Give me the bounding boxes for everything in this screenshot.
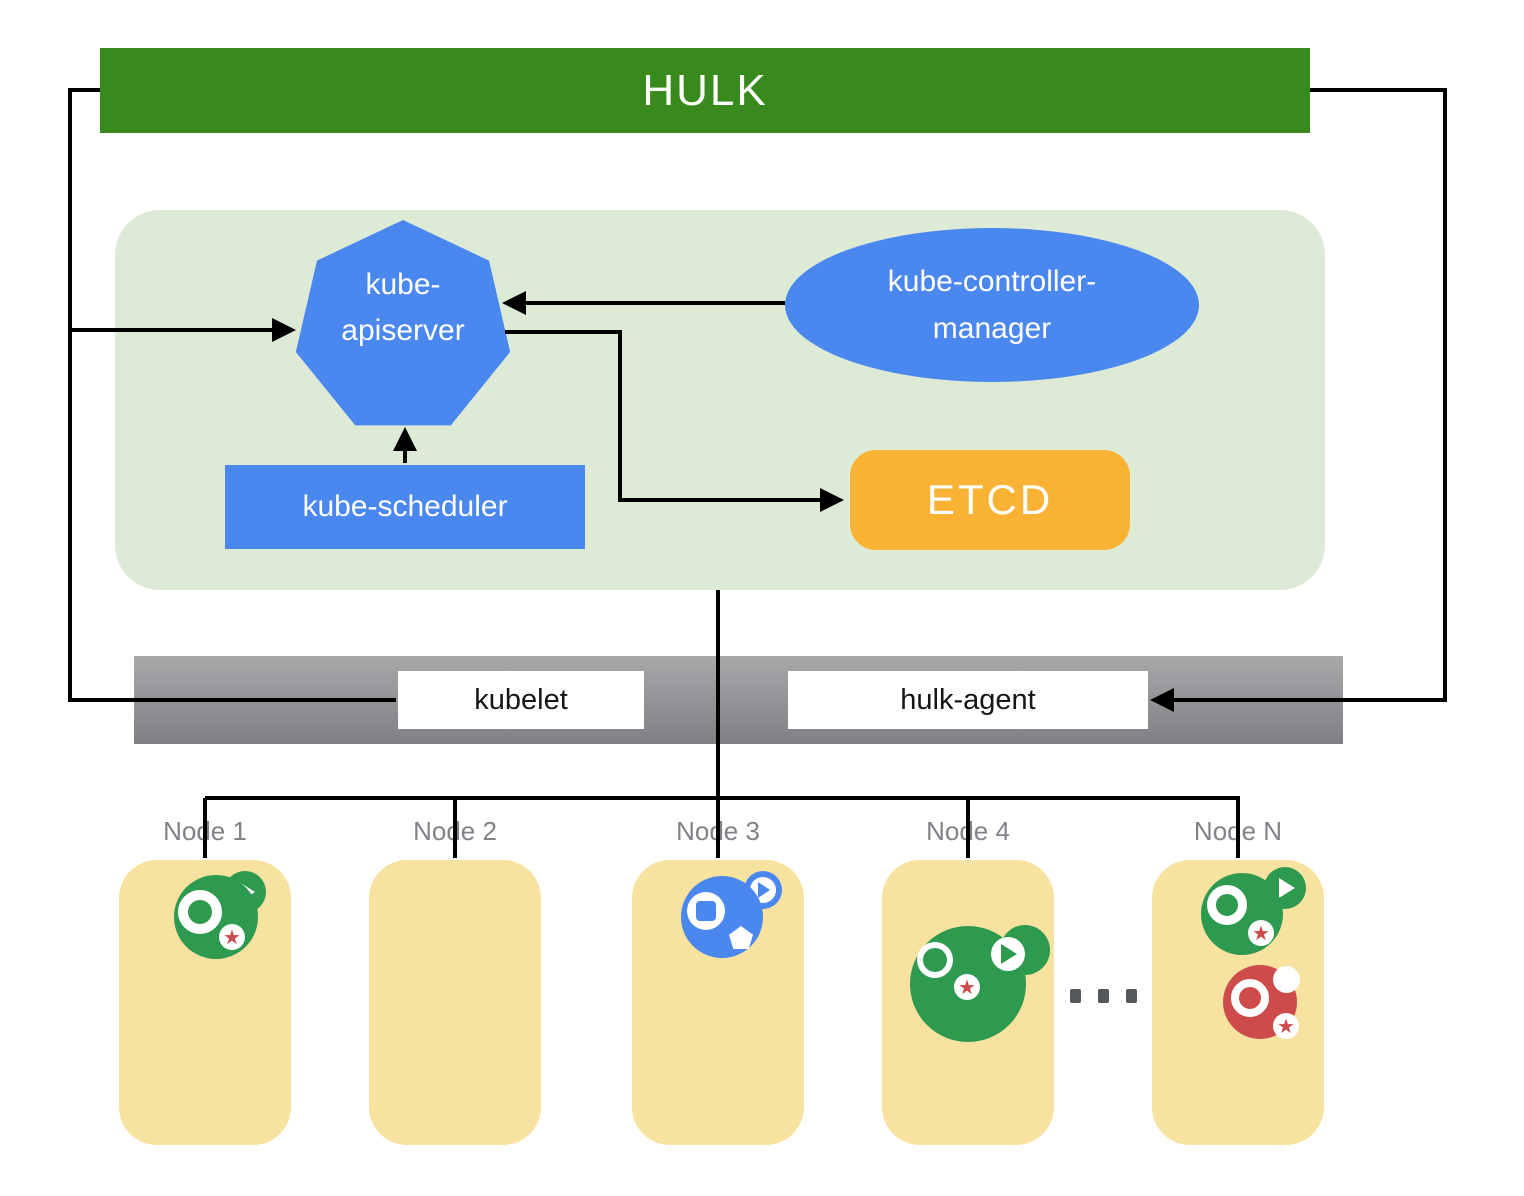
etcd-label: ETCD: [926, 476, 1054, 523]
kubelet-label: kubelet: [474, 683, 568, 716]
kube-controller-manager-shape: kube-controller- manager: [785, 228, 1199, 382]
ring-icon: [1207, 885, 1247, 925]
node-3-label: Node 3: [676, 816, 760, 846]
node-1-label: Node 1: [163, 816, 247, 846]
hulk-agent-label: hulk-agent: [900, 683, 1036, 716]
kube-controller-manager-label: kube-controller-: [887, 265, 1097, 298]
star-badge: ★: [954, 974, 980, 1000]
pod-icon-green: ★: [172, 868, 272, 968]
ring-icon: [178, 890, 222, 934]
play-icon: [757, 882, 773, 898]
hulk-agent-box: hulk-agent: [788, 671, 1148, 729]
node-2-label: Node 2: [413, 816, 497, 846]
etcd-shape: ETCD: [850, 450, 1130, 550]
star-badge: ★: [1248, 920, 1274, 946]
node-n-label: Node N: [1193, 816, 1283, 846]
hulk-bar: HULK: [100, 48, 1310, 133]
pod-icon-red: ★: [1220, 962, 1320, 1054]
kubelet-box: kubelet: [398, 671, 644, 729]
kube-scheduler-shape: kube-scheduler: [225, 465, 585, 549]
play-icon: [1279, 878, 1298, 898]
play-icon: [1001, 944, 1020, 964]
hulk-title: HULK: [642, 65, 768, 115]
node-4-label: Node 4: [926, 816, 1010, 846]
node-2-box: [369, 860, 541, 1145]
pod-icon-green: ★: [1198, 866, 1308, 966]
pod-icon-blue: [672, 866, 784, 966]
ellipsis-dots: [1070, 989, 1137, 1003]
pod-icon-green-large: ★: [905, 921, 1055, 1051]
kube-scheduler-label: kube-scheduler: [302, 490, 508, 523]
white-dot: [1273, 966, 1300, 993]
square-disc: [687, 892, 725, 930]
star-badge: ★: [219, 924, 245, 950]
agent-bar: [134, 656, 1343, 744]
kube-apiserver-label: kube- apiserver: [341, 268, 465, 347]
pentagon-icon: [729, 926, 753, 949]
ring-icon: [917, 942, 953, 978]
star-badge: ★: [1273, 1013, 1299, 1039]
ring-icon: [1231, 979, 1269, 1017]
play-disc: [991, 937, 1025, 971]
square-icon: [696, 901, 716, 921]
